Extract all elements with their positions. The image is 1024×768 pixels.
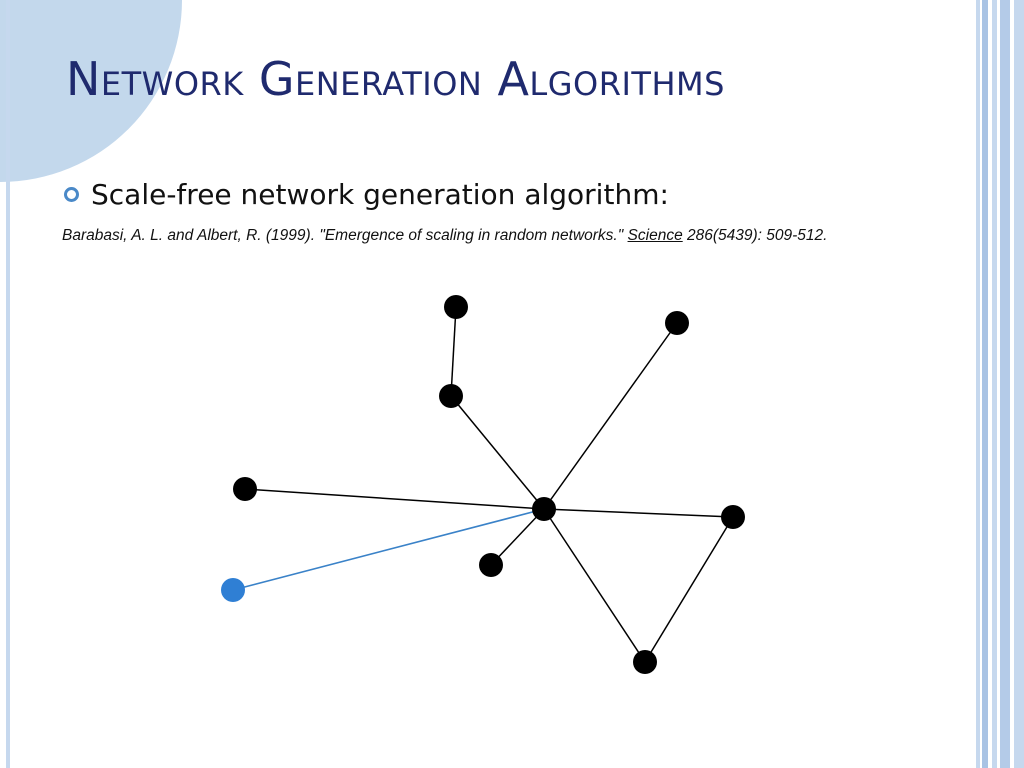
citation-authors: Barabasi, A. L. and Albert, R. (1999). "…: [62, 227, 628, 244]
network-edge: [244, 488, 545, 510]
network-edge: [644, 516, 734, 663]
new-edge: [232, 508, 545, 591]
network-node: [633, 650, 657, 674]
network-edge: [450, 395, 545, 510]
edges-layer: [232, 306, 734, 663]
network-node: [439, 384, 463, 408]
network-node: [444, 295, 468, 319]
network-node: [721, 505, 745, 529]
right-bar: [976, 0, 980, 768]
bullet-item: Scale-free network generation algorithm:: [64, 178, 669, 211]
new-node: [221, 578, 245, 602]
citation-journal: Science: [627, 227, 683, 244]
right-bar: [992, 0, 997, 768]
nodes-layer: [221, 295, 745, 674]
bullet-text: Scale-free network generation algorithm:: [91, 178, 669, 211]
left-stripe: [6, 0, 10, 768]
network-node: [233, 477, 257, 501]
network-edge: [490, 508, 545, 566]
network-edge: [450, 306, 457, 397]
network-node: [665, 311, 689, 335]
bullet-ring-icon: [64, 187, 79, 202]
network-edge: [543, 322, 678, 510]
slide-title: Network Generation Algorithms: [66, 52, 725, 106]
right-bar: [982, 0, 988, 768]
hub-node: [532, 497, 556, 521]
citation-volume: 286(5439): 509-512.: [682, 227, 828, 244]
network-edge: [543, 508, 646, 663]
right-bar: [1014, 0, 1024, 768]
citation: Barabasi, A. L. and Albert, R. (1999). "…: [62, 227, 827, 245]
network-node: [479, 553, 503, 577]
network-edge: [543, 508, 734, 518]
right-bar: [1000, 0, 1010, 768]
right-decorative-bars: [976, 0, 1024, 768]
